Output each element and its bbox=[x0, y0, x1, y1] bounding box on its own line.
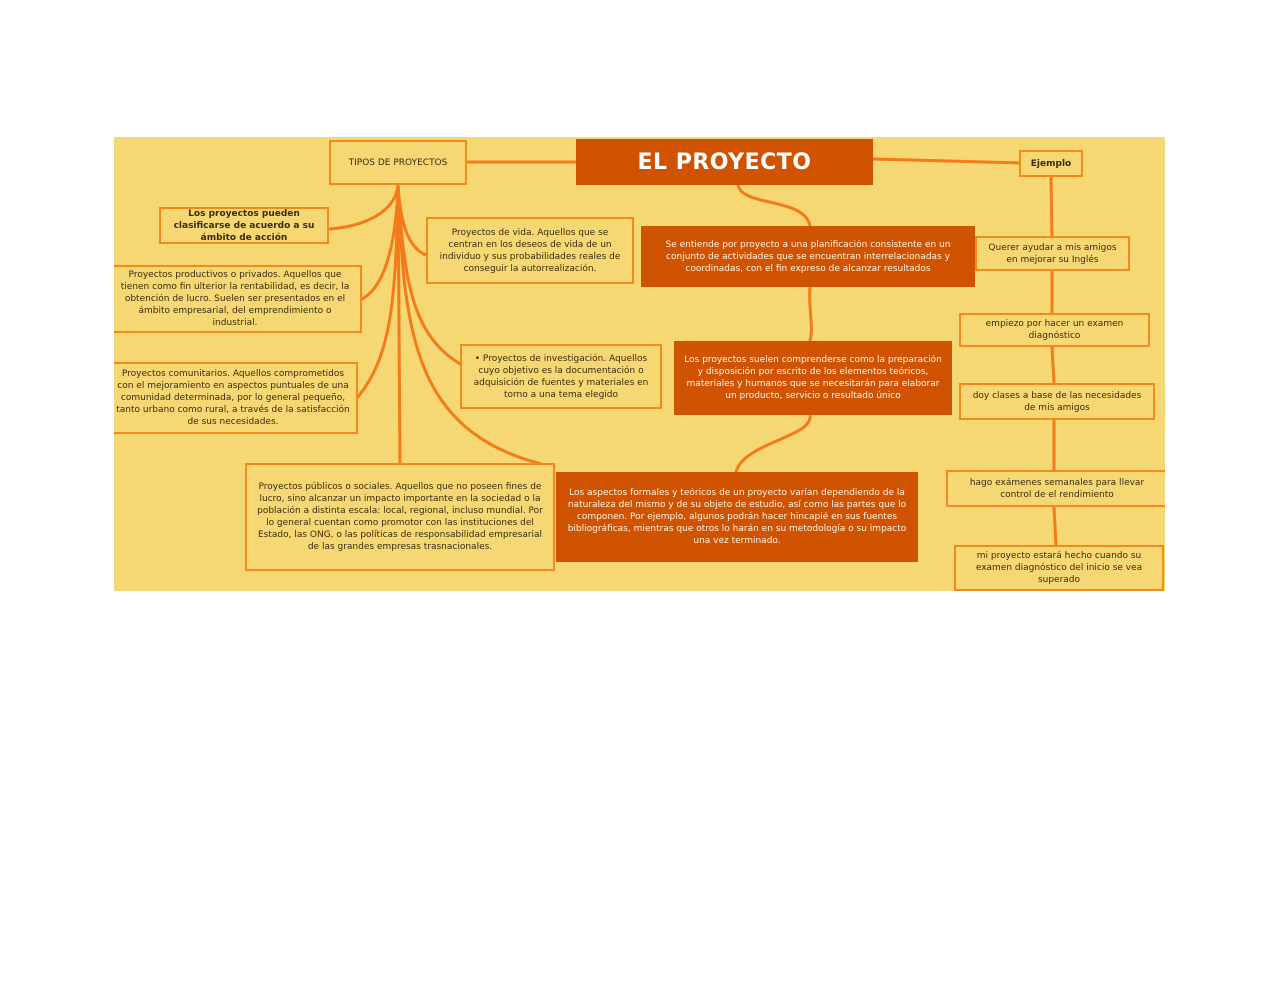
definition-node-3[interactable]: Los aspectos formales y teóricos de un p… bbox=[556, 472, 918, 562]
type-node-productivos[interactable]: Proyectos productivos o privados. Aquell… bbox=[114, 265, 362, 333]
definition-node-2[interactable]: Los proyectos suelen comprenderse como l… bbox=[674, 341, 952, 415]
type-node-investigacion[interactable]: • Proyectos de investigación. Aquellos c… bbox=[460, 344, 662, 409]
types-header-text: TIPOS DE PROYECTOS bbox=[348, 157, 448, 168]
types-intro-text: Los proyectos pueden clasificarse de acu… bbox=[173, 208, 315, 243]
example-step-4[interactable]: hago exámenes semanales para llevar cont… bbox=[946, 470, 1165, 507]
type-node-vida[interactable]: Proyectos de vida. Aquellos que se centr… bbox=[426, 217, 634, 284]
example-step-1-text: Querer ayudar a mis amigos en mejorar su… bbox=[988, 242, 1117, 265]
type-node-publicos[interactable]: Proyectos públicos o sociales. Aquellos … bbox=[245, 463, 555, 571]
example-step-3[interactable]: doy clases a base de las necesidades de … bbox=[959, 383, 1155, 420]
type-productivos-text: Proyectos productivos o privados. Aquell… bbox=[120, 270, 350, 328]
definition-3-text: Los aspectos formales y teóricos de un p… bbox=[567, 488, 907, 546]
example-step-2[interactable]: empiezo por hacer un examen diagnóstico bbox=[959, 313, 1150, 347]
example-step-4-text: hago exámenes semanales para llevar cont… bbox=[969, 477, 1145, 500]
example-step-5[interactable]: mi proyecto estará hecho cuando su exame… bbox=[954, 545, 1164, 591]
example-step-3-text: doy clases a base de las necesidades de … bbox=[972, 390, 1142, 413]
definition-node-1[interactable]: Se entiende por proyecto a una planifica… bbox=[641, 226, 975, 287]
example-step-2-text: empiezo por hacer un examen diagnóstico bbox=[985, 319, 1124, 341]
type-node-comunitarios[interactable]: Proyectos comunitarios. Aquellos comprom… bbox=[114, 362, 358, 434]
types-header-node[interactable]: TIPOS DE PROYECTOS bbox=[329, 140, 467, 185]
connector-lines bbox=[328, 157, 1058, 547]
definition-1-text: Se entiende por proyecto a una planifica… bbox=[665, 239, 951, 274]
example-header-text: Ejemplo bbox=[1030, 158, 1072, 169]
definition-2-text: Los proyectos suelen comprenderse como l… bbox=[684, 355, 942, 401]
type-comunitarios-text: Proyectos comunitarios. Aquellos comprom… bbox=[116, 369, 350, 427]
type-investigacion-text: • Proyectos de investigación. Aquellos c… bbox=[473, 353, 649, 400]
title-node[interactable]: EL PROYECTO bbox=[576, 139, 873, 185]
types-intro-node[interactable]: Los proyectos pueden clasificarse de acu… bbox=[159, 207, 329, 244]
type-vida-text: Proyectos de vida. Aquellos que se centr… bbox=[439, 227, 621, 274]
example-header-node[interactable]: Ejemplo bbox=[1019, 150, 1083, 177]
example-step-1[interactable]: Querer ayudar a mis amigos en mejorar su… bbox=[975, 236, 1130, 271]
type-publicos-text: Proyectos públicos o sociales. Aquellos … bbox=[257, 482, 543, 552]
title-text: EL PROYECTO bbox=[637, 149, 812, 175]
example-step-5-text: mi proyecto estará hecho cuando su exame… bbox=[975, 551, 1143, 585]
mind-map-canvas: EL PROYECTO TIPOS DE PROYECTOS Los proye… bbox=[114, 137, 1165, 591]
